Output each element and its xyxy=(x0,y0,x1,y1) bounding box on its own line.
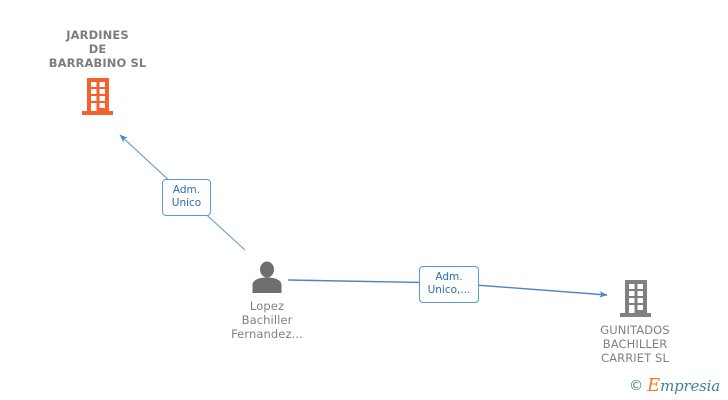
building-icon[interactable] xyxy=(80,78,115,115)
icon-wrap-jardines xyxy=(20,78,175,115)
icon-wrap-person xyxy=(197,261,337,293)
node-label-person: Lopez Bachiller Fernandez... xyxy=(231,299,303,341)
node-label-jardines: JARDINES DE BARRABINO SL xyxy=(48,28,147,70)
node-label-gunitados: GUNITADOS BACHILLER CARRIET SL xyxy=(600,323,670,365)
person-avatar-icon[interactable] xyxy=(250,261,284,293)
copyright-icon: © xyxy=(629,378,644,394)
brand-initial: E xyxy=(647,375,661,396)
edge-label-adm-unico[interactable]: Adm. Unico xyxy=(162,179,211,216)
building-icon[interactable] xyxy=(618,280,653,317)
edge-label-adm-unico-multiple[interactable]: Adm. Unico,... xyxy=(419,266,479,303)
node-company-gunitados[interactable]: GUNITADOS BACHILLER CARRIET SL xyxy=(565,280,705,365)
icon-wrap-gunitados xyxy=(565,280,705,317)
watermark-empresia: © Empresia xyxy=(629,375,720,396)
node-person-lopez[interactable]: Lopez Bachiller Fernandez... xyxy=(197,261,337,341)
brand-name: Empresia xyxy=(647,375,720,396)
brand-rest: mpresia xyxy=(660,377,720,395)
node-company-jardines[interactable]: JARDINES DE BARRABINO SL xyxy=(20,28,175,115)
